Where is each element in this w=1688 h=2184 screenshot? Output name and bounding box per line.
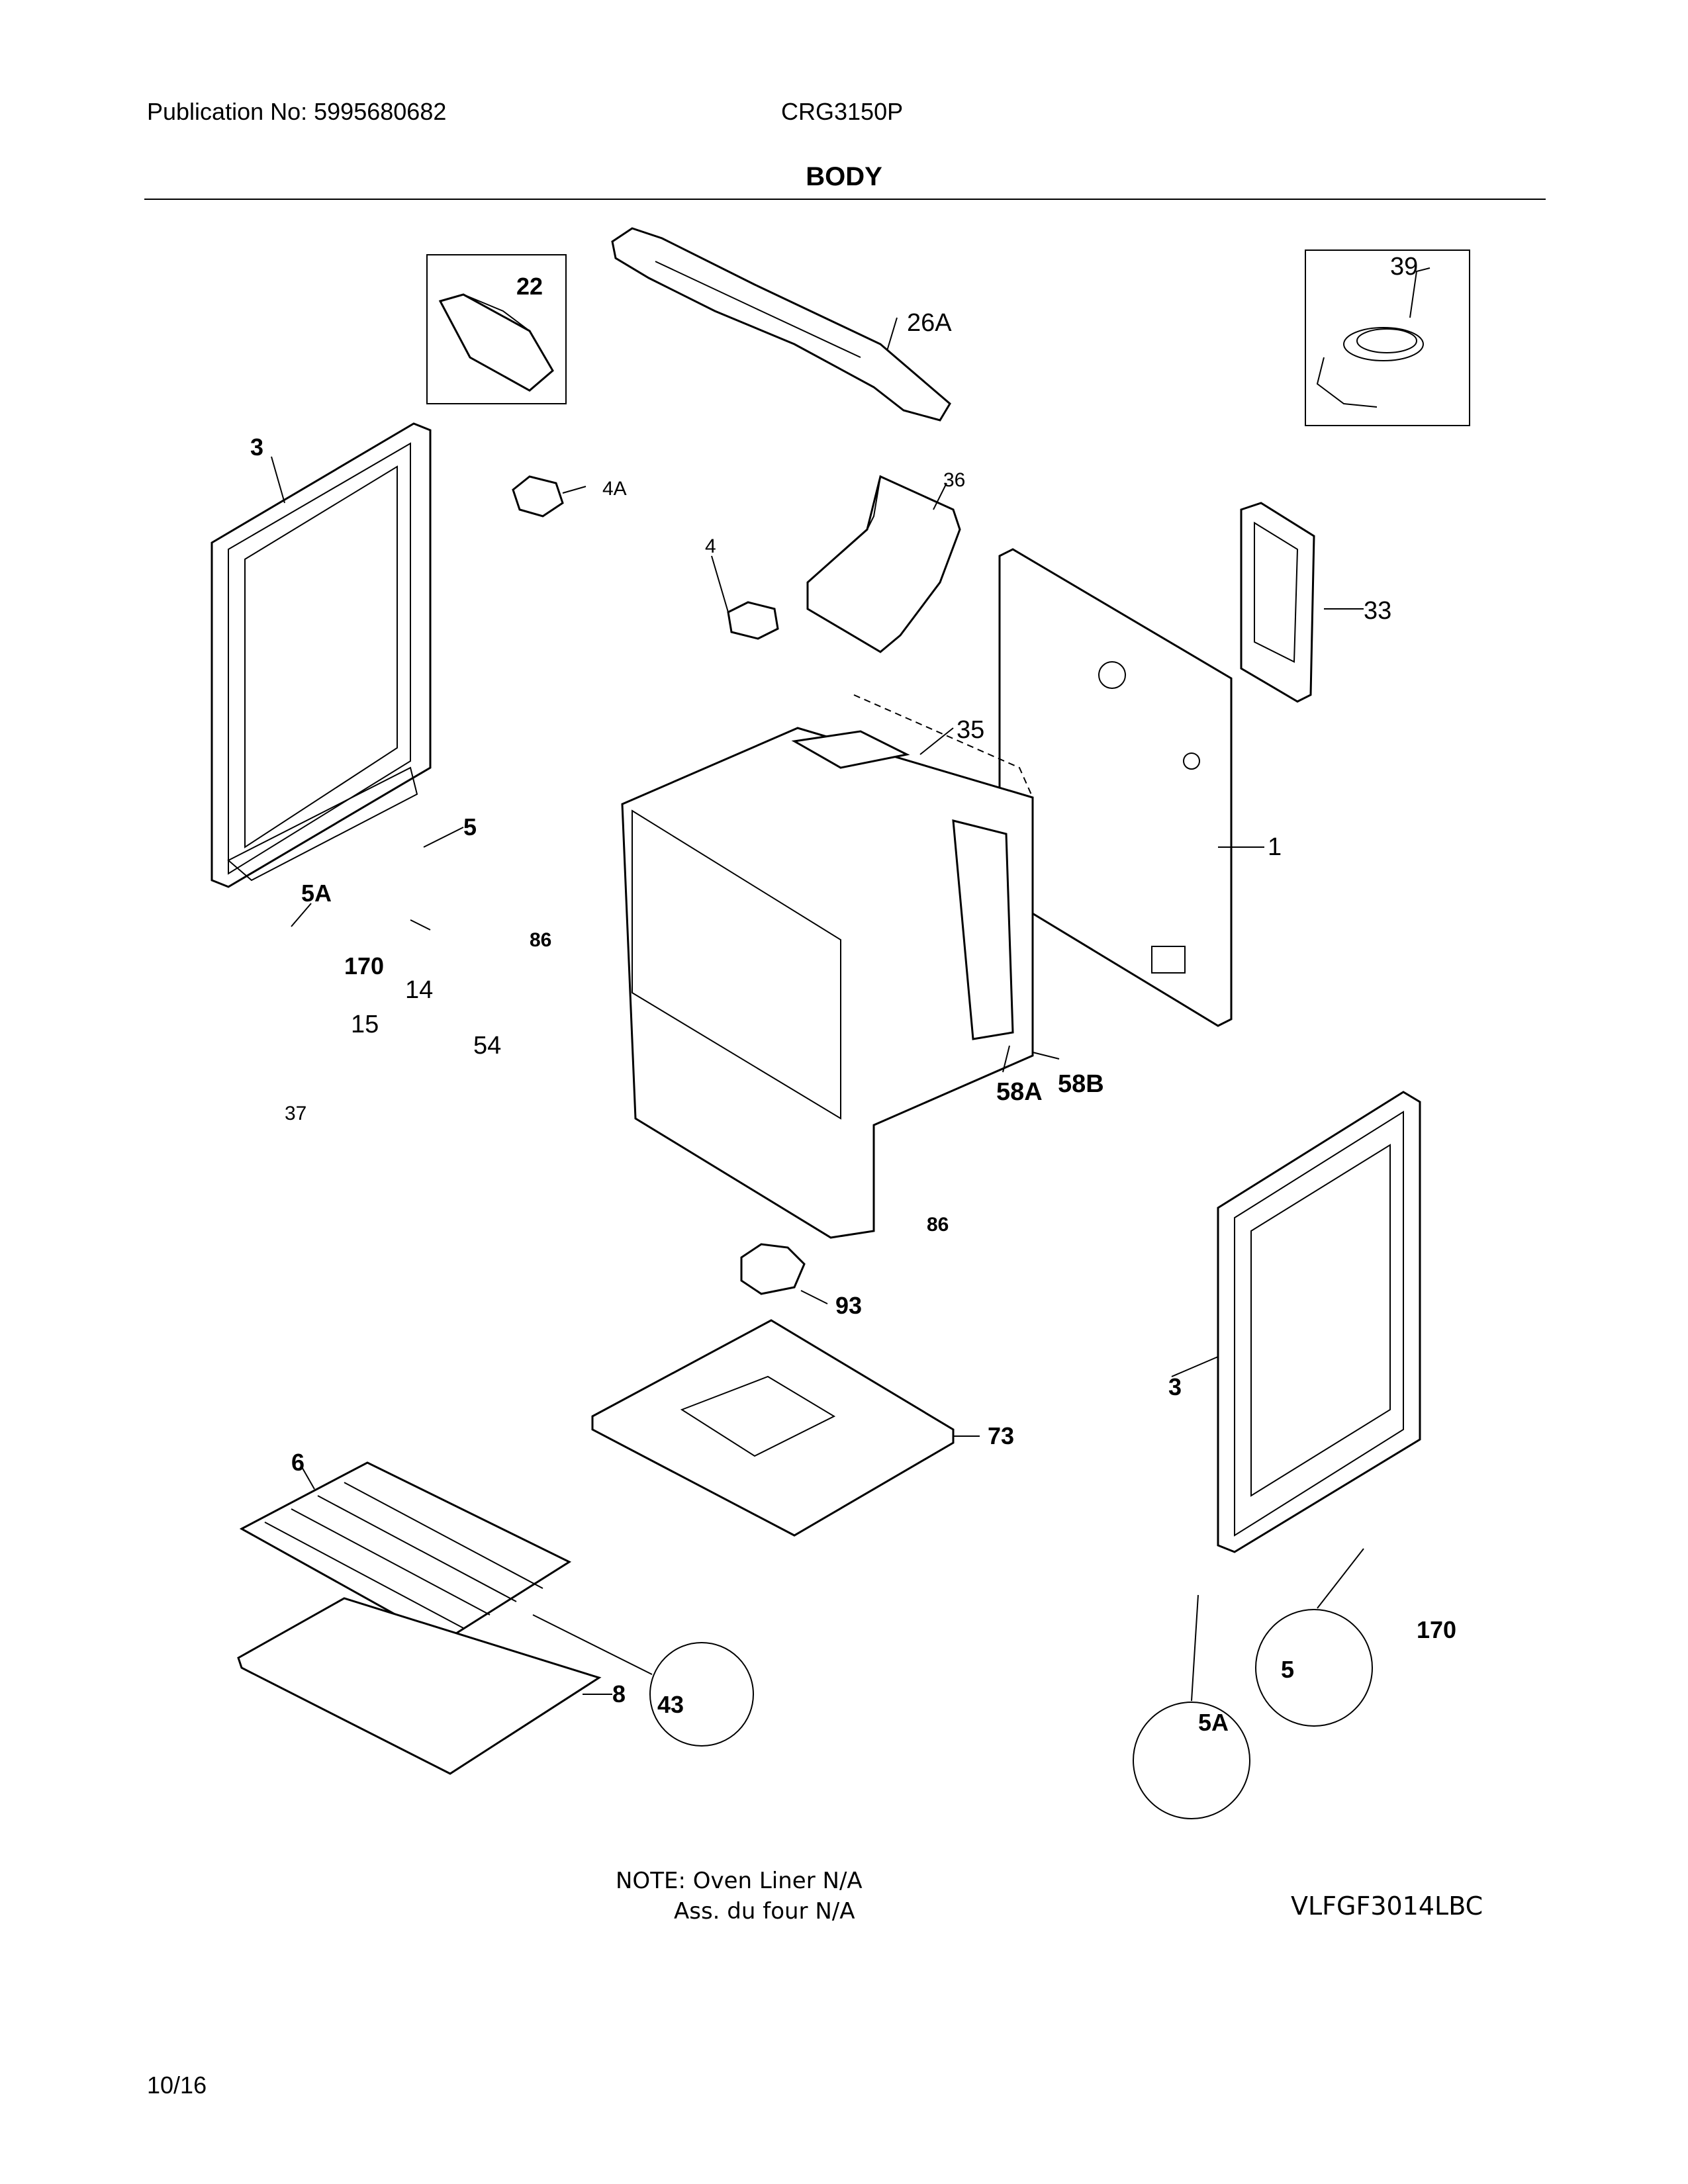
callout-170-left: 170 xyxy=(344,952,384,979)
callout-4: 4 xyxy=(705,535,716,557)
inset-box-39 xyxy=(1305,250,1470,426)
callout-35: 35 xyxy=(957,716,984,744)
callout-22: 22 xyxy=(516,273,543,300)
callout-1: 1 xyxy=(1268,833,1282,861)
part-4A-clip xyxy=(512,475,564,518)
callout-93: 93 xyxy=(835,1292,862,1319)
callout-6: 6 xyxy=(291,1449,305,1476)
callout-8: 8 xyxy=(612,1680,626,1707)
callout-170-right: 170 xyxy=(1417,1616,1456,1643)
callout-3-right: 3 xyxy=(1168,1373,1182,1400)
header-rule xyxy=(144,199,1546,200)
note-line-1: NOTE: Oven Liner N/A xyxy=(616,1868,863,1894)
inset-box-22 xyxy=(426,254,567,404)
callout-43: 43 xyxy=(657,1691,684,1718)
callout-58A: 58A xyxy=(996,1078,1043,1106)
part-36-duct xyxy=(806,475,961,653)
model-number: CRG3150P xyxy=(781,98,904,125)
callout-86-left: 86 xyxy=(530,929,551,951)
callout-5A-left: 5A xyxy=(301,880,332,907)
callout-5A-right: 5A xyxy=(1198,1709,1229,1736)
callout-33: 33 xyxy=(1364,597,1391,625)
callout-5-left: 5 xyxy=(463,813,477,841)
part-8-frame xyxy=(237,1597,602,1775)
section-title: BODY xyxy=(806,162,882,191)
callout-54: 54 xyxy=(473,1032,501,1060)
part-26A-bracket xyxy=(611,227,951,422)
detail-circle-43 xyxy=(649,1642,754,1747)
detail-circle-5A xyxy=(1133,1702,1250,1819)
note-line-2: Ass. du four N/A xyxy=(674,1898,855,1925)
callout-58B: 58B xyxy=(1058,1070,1104,1098)
part-3-left-side-panel xyxy=(211,422,432,888)
callout-86-right: 86 xyxy=(927,1214,949,1236)
part-93-cover xyxy=(740,1243,806,1295)
part-3-right-side-panel xyxy=(1217,1091,1421,1553)
part-1-back-panel xyxy=(998,548,1233,1027)
callout-37: 37 xyxy=(285,1103,306,1124)
oven-body xyxy=(621,694,1034,1239)
callout-26A: 26A xyxy=(907,309,952,337)
figure-code: VLFGF3014LBC xyxy=(1291,1891,1483,1921)
part-73-bottom-panel xyxy=(591,1319,955,1537)
callout-15: 15 xyxy=(351,1011,379,1038)
callout-73: 73 xyxy=(988,1422,1014,1449)
publication-number: Publication No: 5995680682 xyxy=(147,98,447,125)
callout-4A: 4A xyxy=(602,478,627,500)
callout-14: 14 xyxy=(405,976,433,1004)
callout-36: 36 xyxy=(943,469,965,491)
callout-3-left: 3 xyxy=(250,433,263,461)
part-6-oven-rack xyxy=(239,1461,572,1643)
callout-5-right: 5 xyxy=(1281,1656,1294,1683)
part-4-clip xyxy=(727,601,779,640)
detail-circle-5 xyxy=(1255,1609,1373,1727)
leader-lines xyxy=(271,317,1364,1702)
part-33-cover xyxy=(1240,502,1315,703)
callout-39: 39 xyxy=(1390,253,1418,281)
page-date: 10/16 xyxy=(147,2071,207,2099)
